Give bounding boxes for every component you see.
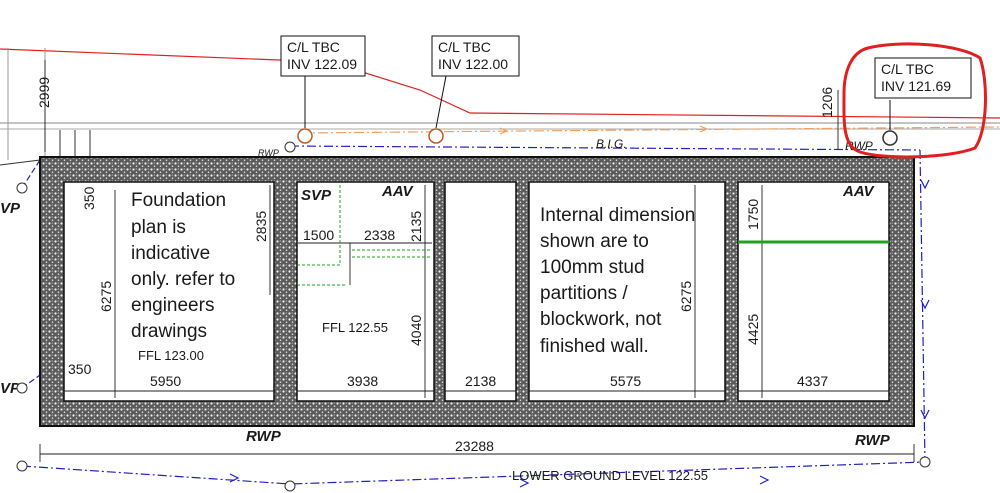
foundation-note-line-6: drawings (131, 321, 207, 342)
blue-drain-line-top (289, 145, 921, 151)
internal-note-line-5: blockwork, not (540, 309, 662, 330)
red-markup-highlight (842, 42, 987, 159)
red-boundary-line (0, 48, 1000, 119)
internal-note-line-3: 100mm stud (540, 257, 645, 278)
foundation-note-line-5: engineers (131, 295, 214, 316)
blue-drain-line-right (919, 149, 926, 463)
internal-note-line-1: Internal dimension (540, 205, 695, 226)
rwp-label-edge-bottom: VP (0, 380, 21, 397)
callout-2-cl: C/L TBC (438, 39, 491, 55)
orange-flow-arrows (499, 125, 709, 135)
room-2 (296, 181, 435, 402)
manhole-3 (882, 130, 898, 146)
dim-room1-width: 5950 (150, 373, 181, 389)
ffl-mid-label: FFL 122.55 (322, 320, 388, 335)
blue-drain-line-bottom (21, 461, 926, 485)
manhole-1 (297, 128, 313, 144)
callout-box-1 (280, 35, 366, 77)
foundation-note-line-2: plan is (131, 217, 186, 238)
big-label: B.I.G. (596, 137, 627, 151)
callout-1-inv: INV 122.09 (287, 56, 357, 72)
room-3 (444, 181, 517, 402)
internal-note-line-4: partitions / (540, 283, 628, 304)
internal-note-line-6: finished wall. (540, 336, 649, 357)
dim-room3-width: 2138 (465, 373, 496, 389)
dim-wall-350-bottom: 350 (68, 361, 92, 377)
manhole-2 (428, 128, 444, 144)
dim-left-top: 2999 (36, 77, 52, 108)
orange-drain-line (299, 126, 1000, 134)
callout-3-inv: INV 121.69 (881, 78, 951, 94)
dim-overall: 23288 (455, 438, 494, 454)
rwp-point-left-top (16, 182, 28, 194)
dim-room2-1500: 1500 (303, 227, 334, 243)
rwp-label-bottom-left: RWP (246, 428, 282, 445)
dim-right-top: 1206 (819, 87, 835, 118)
lower-ground-level-label: LOWER GROUND LEVEL 122.55 (512, 468, 708, 483)
dim-room4-width: 5575 (610, 373, 641, 389)
dimension-lines (39, 60, 915, 462)
green-partition-lines (298, 185, 432, 286)
dim-room2-width: 3938 (347, 373, 378, 389)
dim-room5-4425: 4425 (745, 314, 761, 345)
aav-label-right: AAV (842, 183, 876, 200)
ffl-left-label: FFL 123.00 (138, 348, 204, 363)
room-4 (528, 181, 726, 402)
flow-arrows (229, 179, 930, 488)
rwp-point-bottom-mid (284, 480, 296, 492)
dim-room2-2135: 2135 (408, 211, 424, 242)
foundation-note-line-1: Foundation (131, 190, 226, 211)
rwp-point-bottom-left (16, 460, 28, 472)
dim-room2-2835: 2835 (253, 211, 269, 242)
internal-note-line-2: shown are to (540, 231, 649, 252)
room-5 (737, 181, 890, 402)
rwp-label-edge-top: VP (0, 200, 21, 217)
callout-3-cl: C/L TBC (881, 61, 934, 77)
rwp-label-bottom-right: RWP (855, 432, 891, 449)
blue-drain-line-left (21, 159, 41, 389)
aav-label-mid: AAV (381, 183, 415, 200)
dim-room4-height: 6275 (678, 281, 694, 312)
callout-2-inv: INV 122.00 (438, 56, 508, 72)
callout-box-2 (431, 35, 520, 77)
dim-room2-2338: 2338 (364, 227, 395, 243)
callout-box-3 (874, 57, 972, 99)
callout-leader-2 (435, 75, 447, 129)
dim-room5-width: 4337 (797, 373, 828, 389)
room-1 (63, 181, 275, 402)
dim-room5-1750: 1750 (745, 199, 761, 230)
left-slant-line (0, 159, 41, 166)
rwp-point-left-bottom (16, 382, 28, 394)
foundation-note-line-4: only. refer to (131, 269, 235, 290)
rwp-point-bottom-right (919, 456, 931, 468)
foundation-note-line-3: indicative (131, 243, 210, 264)
rwp-point-top (284, 141, 296, 153)
rwp-label-top-right: RWP (845, 139, 873, 153)
rwp-label-top-small: RWP (258, 148, 279, 158)
dim-room2-4040: 4040 (408, 315, 424, 346)
callout-1-cl: C/L TBC (287, 39, 340, 55)
dim-wall-350-top: 350 (81, 186, 97, 210)
dim-room1-height: 6275 (98, 281, 114, 312)
svp-label: SVP (301, 187, 332, 204)
